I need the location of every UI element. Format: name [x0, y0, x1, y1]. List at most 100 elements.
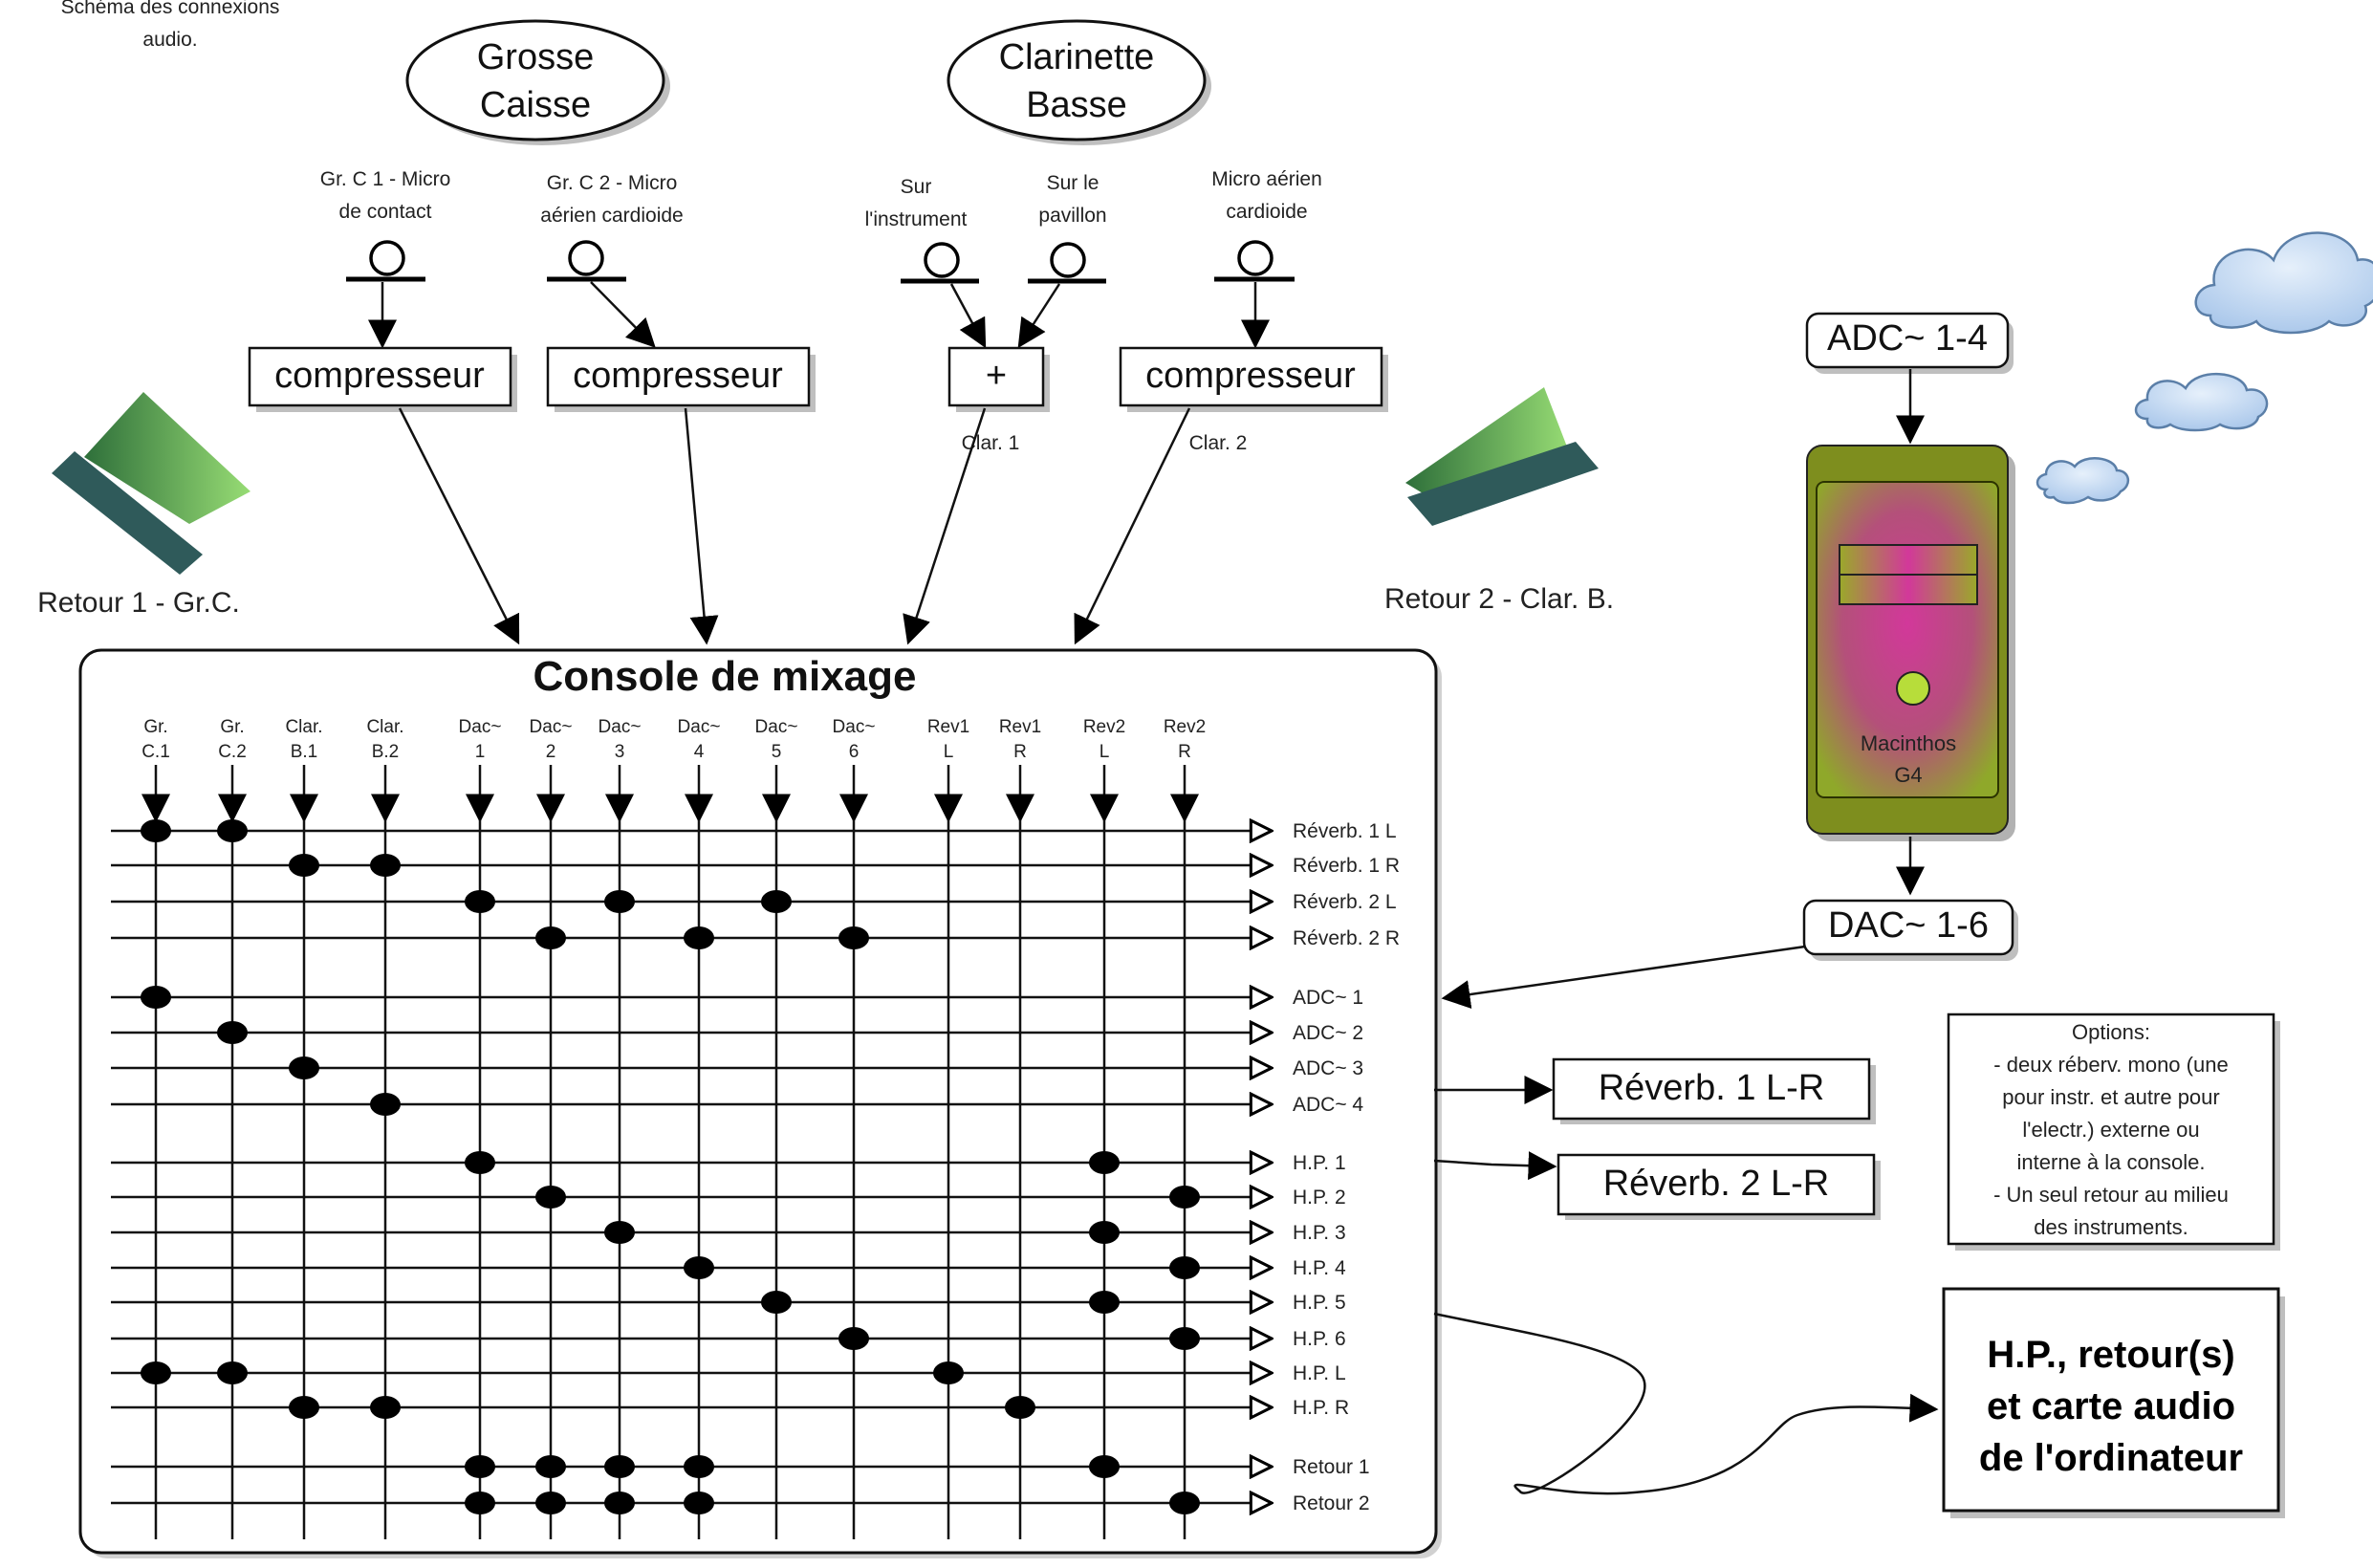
instrument-label-line2: Caisse	[480, 85, 591, 125]
monitor-speaker-icon	[1405, 387, 1599, 526]
routing-connection	[289, 1396, 319, 1419]
cloud-icon	[2134, 373, 2269, 432]
dac-label: DAC~ 1-6	[1828, 905, 1989, 946]
adc-label: ADC~ 1-4	[1827, 318, 1988, 359]
column-label: Dac~	[833, 717, 876, 737]
routing-connection	[684, 1455, 714, 1478]
output-label: ADC~ 4	[1293, 1094, 1363, 1116]
output-label: H.P. 6	[1293, 1328, 1346, 1350]
output-label: Retour 1	[1293, 1456, 1370, 1478]
routing-connection	[604, 890, 635, 913]
processor-label: compresseur	[1145, 356, 1356, 396]
column-label: 5	[772, 742, 782, 762]
routing-connection	[141, 1361, 171, 1384]
adc-box: ADC~ 1-4	[1805, 312, 2014, 374]
routing-connection	[1089, 1455, 1120, 1478]
output-label: ADC~ 2	[1293, 1022, 1363, 1044]
column-label: 4	[694, 742, 705, 762]
caption-line-2: audio.	[142, 29, 197, 51]
routing-connection	[465, 1151, 495, 1174]
routing-connection	[370, 854, 401, 877]
monitor-2-label: Retour 2 - Clar. B.	[1384, 583, 1614, 615]
routing-connection	[684, 1492, 714, 1514]
options-line: Options:	[2072, 1020, 2150, 1044]
column-label: B.2	[372, 742, 400, 762]
column-label: L	[1099, 742, 1110, 762]
instrument-clarinette-basse: Clarinette Basse	[947, 19, 1211, 145]
clar-2-label: Clar. 2	[1189, 432, 1248, 454]
column-label: Clar.	[285, 717, 322, 737]
routing-connection	[289, 1056, 319, 1079]
routing-connection	[370, 1396, 401, 1419]
routing-connection	[535, 926, 566, 949]
monitor-speaker-icon	[52, 392, 250, 575]
column-label: Gr.	[220, 717, 244, 737]
processor-to-console-arrows	[398, 407, 1191, 645]
column-label: Dac~	[599, 717, 642, 737]
routing-connection	[465, 1492, 495, 1514]
caption-line-1: Schéma des connexions	[61, 0, 280, 18]
routing-connection	[141, 819, 171, 842]
processor-label: compresseur	[573, 356, 783, 396]
column-label: L	[944, 742, 954, 762]
column-label: Rev1	[999, 717, 1041, 737]
options-line: - Un seul retour au milieu	[1993, 1183, 2229, 1207]
column-label: Dac~	[459, 717, 502, 737]
routing-connection	[289, 854, 319, 877]
routing-connection	[684, 1256, 714, 1279]
output-label: H.P. 5	[1293, 1292, 1346, 1314]
mic-label: Sur	[901, 176, 932, 198]
output-label: ADC~ 1	[1293, 987, 1363, 1009]
processor-sum: +	[947, 346, 1050, 412]
column-label: R	[1178, 742, 1191, 762]
column-label: 2	[546, 742, 556, 762]
output-label: Réverb. 2 R	[1293, 927, 1400, 949]
microphone-icon	[547, 240, 626, 282]
hp-box-line: de l'ordinateur	[1979, 1437, 2243, 1479]
column-label: C.1	[142, 742, 170, 762]
routing-connection	[684, 926, 714, 949]
processor-compresseur-1: compresseur	[248, 346, 517, 412]
reverb-2-label: Réverb. 2 L-R	[1603, 1164, 1830, 1204]
mixing-console: Console de mixage Gr.C.1Gr.C.2Clar.B.1Cl…	[78, 648, 1442, 1558]
column-label: 6	[849, 742, 860, 762]
mic-label: Micro aérien	[1211, 168, 1322, 190]
mic-label: pavillon	[1038, 205, 1106, 227]
column-label: Clar.	[366, 717, 403, 737]
column-label: C.2	[218, 742, 247, 762]
routing-connection	[1089, 1221, 1120, 1244]
routing-connection	[761, 1291, 792, 1314]
routing-connection	[761, 890, 792, 913]
options-line: l'electr.) externe ou	[2022, 1118, 2199, 1142]
options-line: des instruments.	[2034, 1215, 2188, 1239]
computer-icon: Macinthos G4	[1806, 445, 2015, 841]
column-label: Gr.	[143, 717, 167, 737]
column-label: Rev1	[927, 717, 969, 737]
routing-connection	[141, 986, 171, 1009]
mic-labels: Gr. C 1 - Micro de contact Gr. C 2 - Mic…	[320, 168, 1322, 230]
routing-connection	[465, 1455, 495, 1478]
console-title: Console de mixage	[533, 653, 916, 700]
output-label: ADC~ 3	[1293, 1057, 1363, 1079]
routing-connection	[604, 1455, 635, 1478]
routing-connection	[535, 1455, 566, 1478]
console-to-reverb2-arrow	[1433, 1151, 1557, 1181]
monitor-1-label: Retour 1 - Gr.C.	[37, 587, 240, 619]
routing-connection	[1089, 1151, 1120, 1174]
routing-connection	[217, 819, 248, 842]
caption: Schéma des connexions audio.	[61, 0, 280, 51]
routing-connection	[370, 1093, 401, 1116]
hp-output-box: H.P., retour(s) et carte audio de l'ordi…	[1942, 1287, 2285, 1518]
output-label: H.P. R	[1293, 1397, 1349, 1419]
routing-connection	[1169, 1186, 1200, 1209]
processor-compresseur-3: compresseur	[1119, 346, 1388, 412]
routing-connection	[838, 926, 869, 949]
mic-label: de contact	[339, 201, 432, 223]
options-note: Options: - deux réberv. mono (une pour i…	[1947, 1013, 2280, 1251]
microphone-icon	[346, 240, 425, 282]
column-label: Dac~	[530, 717, 573, 737]
routing-connection	[838, 1327, 869, 1350]
routing-connection	[1005, 1396, 1035, 1419]
console-routing-matrix: Gr.C.1Gr.C.2Clar.B.1Clar.B.2Dac~1Dac~2Da…	[111, 717, 1400, 1539]
options-line: - deux réberv. mono (une	[1993, 1053, 2228, 1077]
